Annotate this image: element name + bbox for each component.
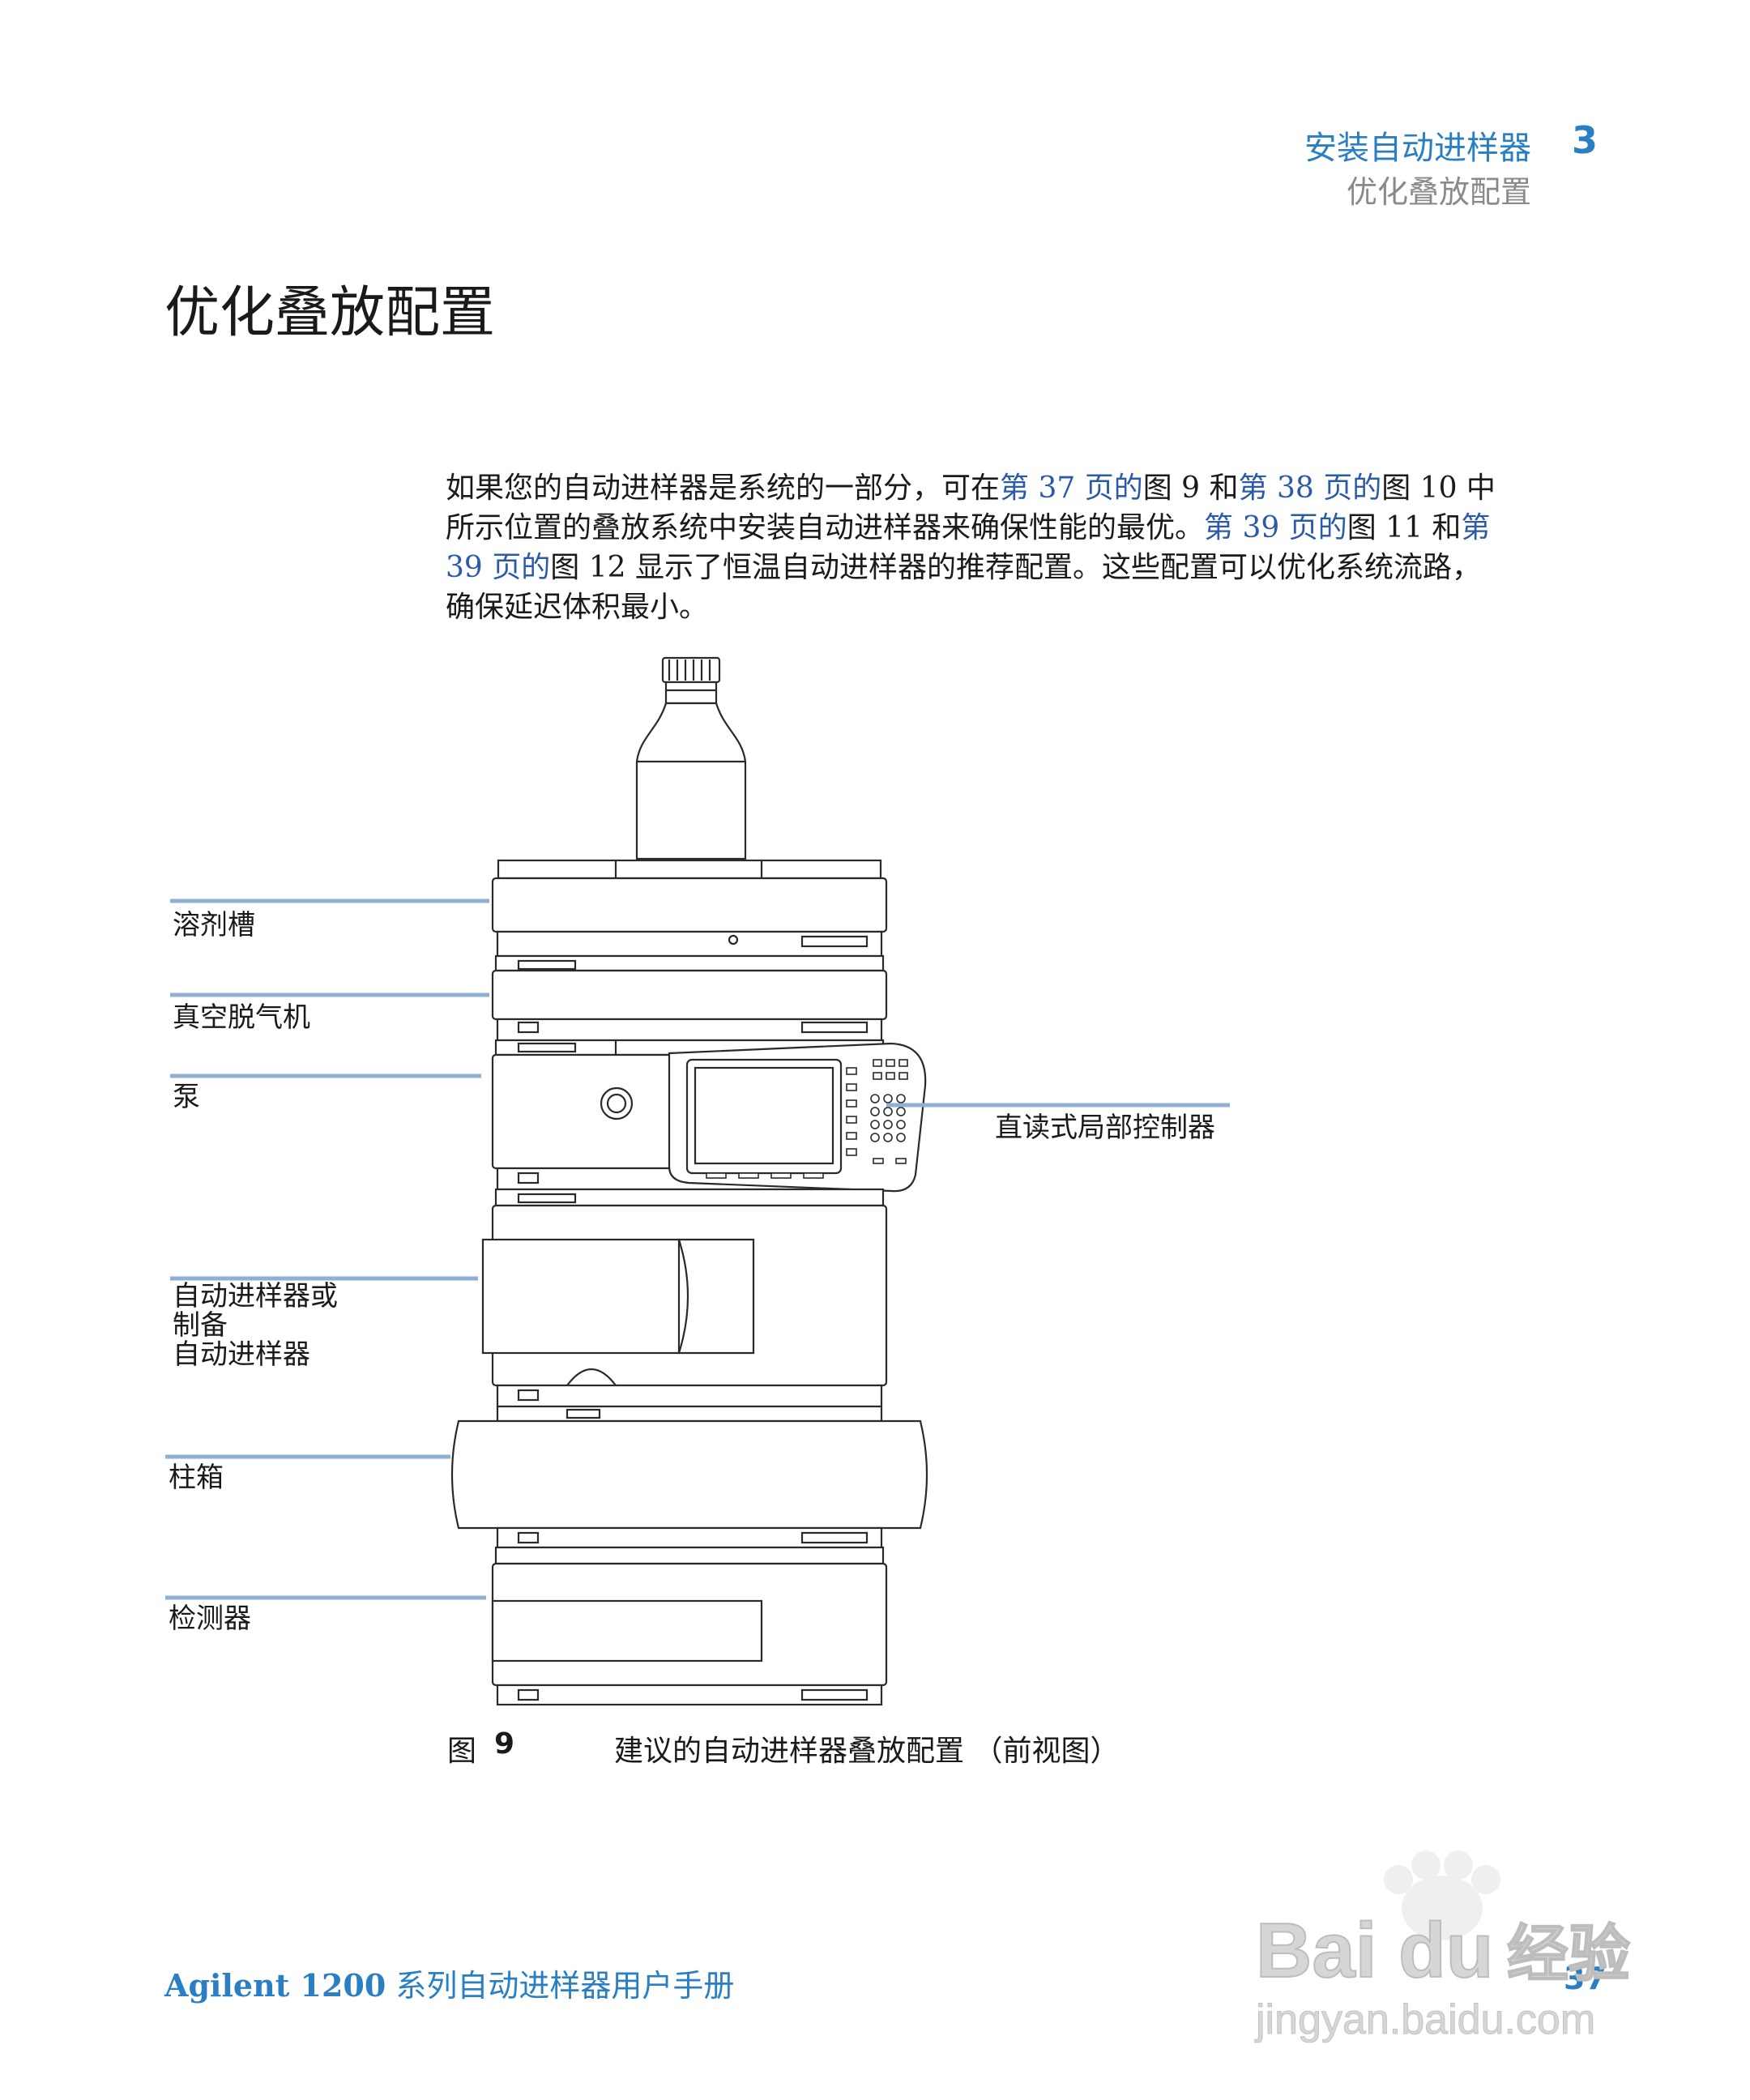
body-text-segment: 图 12 显示了恒温自动进样器的推荐配置。这些配置可以优化系统流路， (550, 551, 1481, 584)
body-paragraph: 如果您的自动进样器是系统的一部分，可在第 37 页的图 9 和第 38 页的图 … (446, 468, 1596, 627)
running-header-section: 优化叠放配置 (1346, 174, 1531, 210)
figure-caption-number: 9 (494, 1727, 515, 1761)
body-line-2: 所示位置的叠放系统中安装自动进样器来确保性能的最优。第 39 页的图 11 和第 (446, 508, 1596, 548)
control-module-device (668, 1042, 927, 1193)
body-text-segment: 图 9 和 (1142, 472, 1239, 505)
footer-manual-title: Agilent 1200 系列自动进样器用户手册 (164, 1961, 734, 2005)
callout-pump: 泵 (173, 1081, 200, 1113)
callout-autosampler-line3: 自动进样器 (173, 1338, 310, 1371)
callout-autosampler-line1: 自动进样器或 (173, 1280, 338, 1312)
footer-product: Agilent 1200 (164, 1967, 386, 2004)
callout-vacuum-degasser: 真空脱气机 (173, 1001, 310, 1034)
callout-column-compartment: 柱箱 (169, 1462, 224, 1494)
watermark-brand: Bai du (1256, 1907, 1493, 1994)
callout-solvent-tray: 溶剂槽 (173, 909, 255, 941)
link-page-37[interactable]: 第 37 页的 (1000, 472, 1143, 505)
link-page-38[interactable]: 第 38 页的 (1238, 472, 1382, 505)
callout-control-module: 直读式局部控制器 (995, 1112, 1215, 1144)
body-line-4: 确保延迟体积最小。 (446, 587, 1596, 627)
callout-detector: 检测器 (169, 1603, 251, 1635)
solvent-tray-unit (491, 859, 888, 958)
chapter-number: 3 (1572, 118, 1598, 162)
callout-leaders (165, 898, 1230, 1600)
link-page-39[interactable]: 第 39 页的 (1204, 511, 1347, 544)
solvent-bottle-icon (635, 656, 747, 860)
body-text-segment: 如果您的自动进样器是系统的一部分，可在 (446, 472, 1001, 505)
body-text-segment: 所示位置的叠放系统中安装自动进样器来确保性能的最优。 (446, 511, 1205, 544)
vacuum-degasser-unit (491, 954, 888, 1042)
body-line-3: 39 页的图 12 显示了恒温自动进样器的推荐配置。这些配置可以优化系统流路， (446, 548, 1596, 587)
callout-autosampler-line2: 制备 (173, 1309, 228, 1342)
running-header-chapter: 安装自动进样器 (1304, 130, 1531, 167)
body-text-segment: 确保延迟体积最小。 (446, 591, 709, 624)
baidu-watermark-logo: Bai du 经验 jingyan.baidu.com (1254, 1850, 1631, 2044)
paw-icon (1384, 1850, 1500, 1940)
link-page-39-b[interactable]: 第 (1461, 511, 1491, 544)
figure-caption-text: 建议的自动进样器叠放配置 （前视图） (614, 1735, 1120, 1768)
page-title: 优化叠放配置 (164, 281, 496, 345)
detector-unit (491, 1546, 888, 1706)
watermark-url: jingyan.baidu.com (1254, 1996, 1595, 2043)
footer-manual-name: 系列自动进样器用户手册 (395, 1968, 735, 2004)
watermark-brand-cn: 经验 (1507, 1920, 1630, 1989)
link-page-39-c[interactable]: 39 页的 (446, 551, 551, 584)
body-text-segment: 图 10 中 (1381, 472, 1496, 505)
body-line-1: 如果您的自动进样器是系统的一部分，可在第 37 页的图 9 和第 38 页的图 … (446, 468, 1596, 508)
column-compartment-unit (450, 1405, 928, 1549)
figure-caption-label: 图 (447, 1735, 477, 1768)
body-text-segment: 图 11 和 (1347, 511, 1462, 544)
autosampler-unit (481, 1188, 888, 1408)
page-number: 37 (1564, 1961, 1607, 1996)
